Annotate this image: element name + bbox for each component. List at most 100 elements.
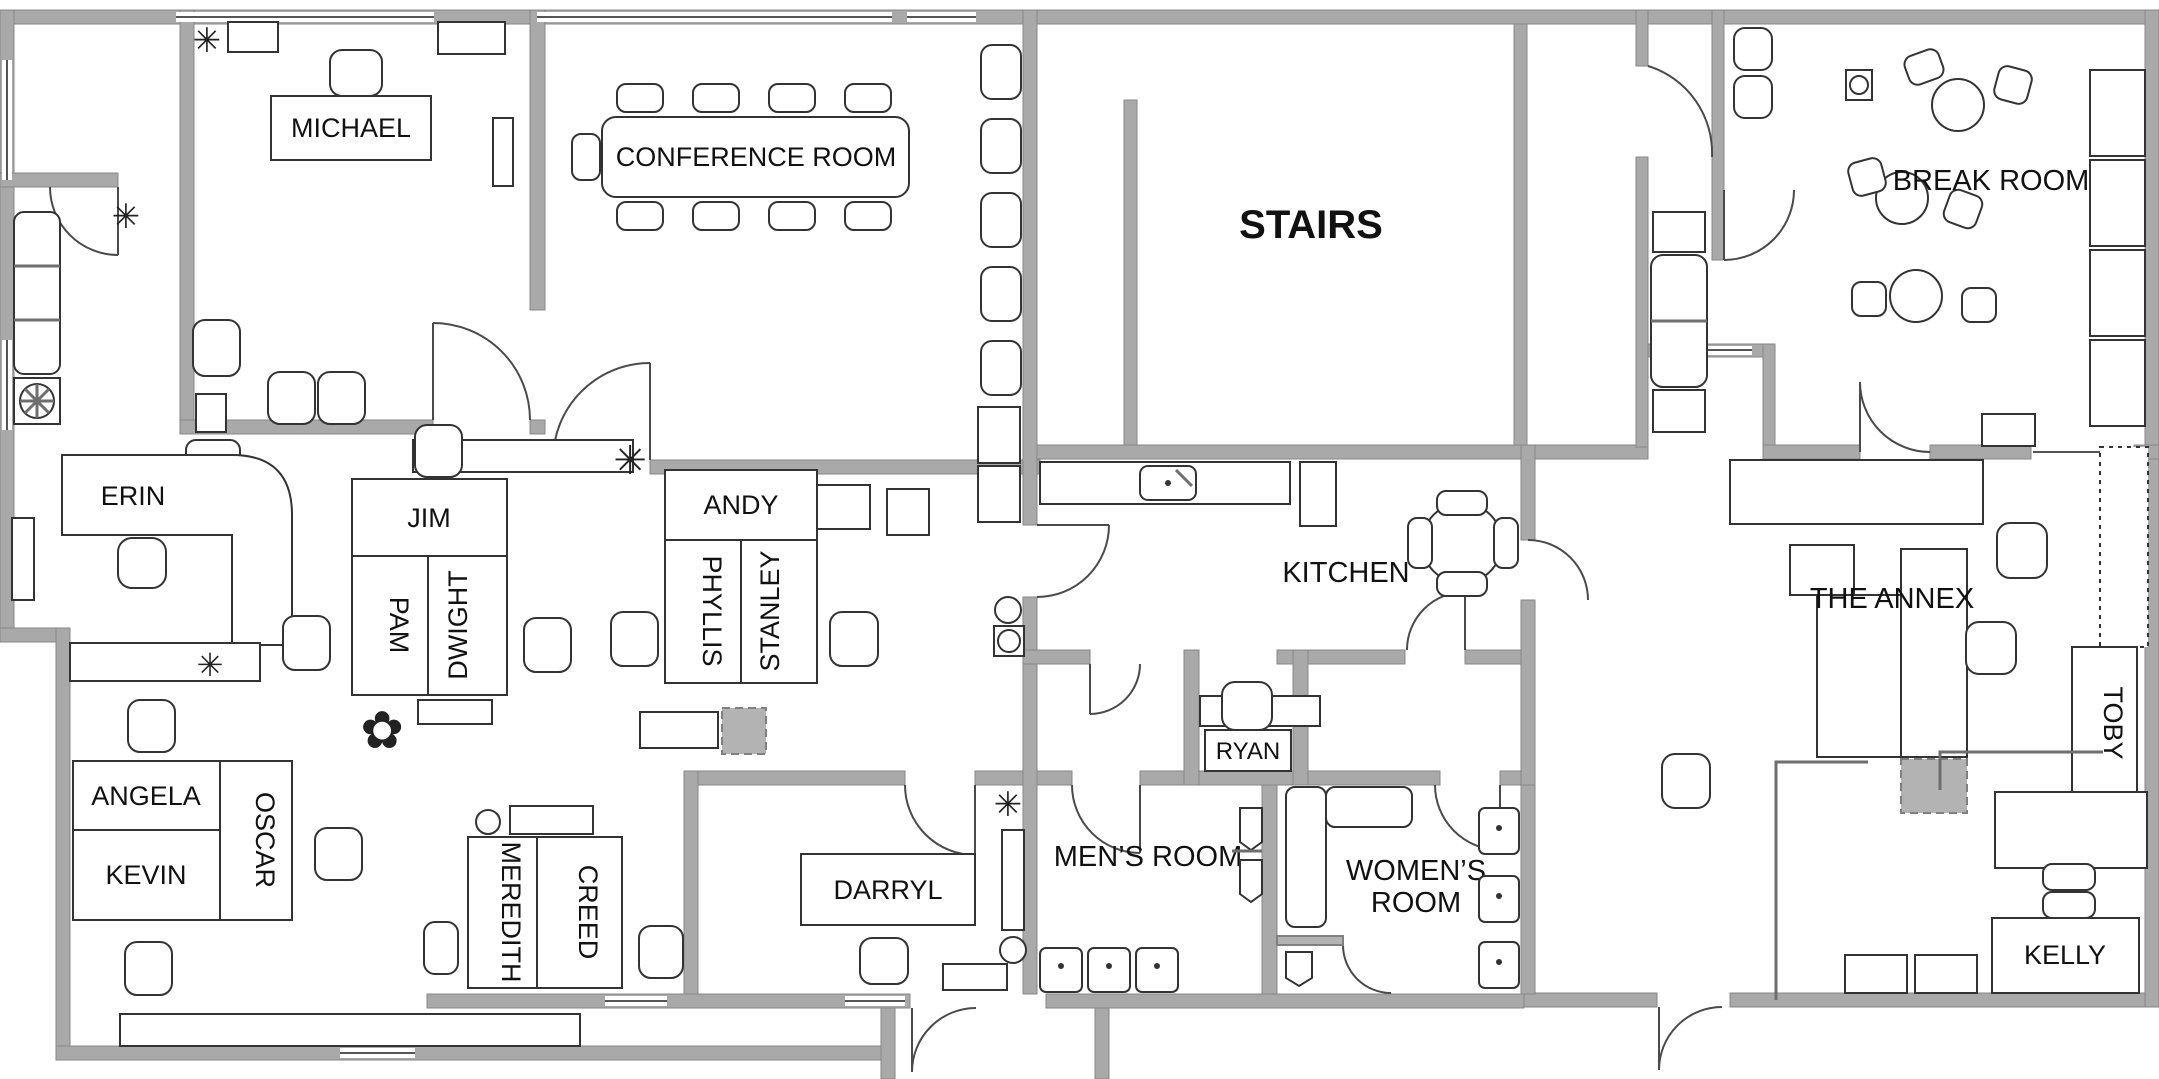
chair-icon [980, 192, 1022, 248]
wall-darryl-left [683, 770, 699, 995]
chair-icon [610, 611, 659, 667]
annex-desk [1816, 594, 1902, 758]
chair-icon [1733, 27, 1773, 71]
chair-icon [2042, 891, 2096, 919]
womens-room-label-line1: WOMEN’S [1346, 855, 1486, 887]
chair-icon [1851, 281, 1887, 317]
equipment-box [195, 393, 227, 433]
side-table [942, 963, 1008, 991]
shelf [227, 21, 279, 53]
chair-icon [2042, 863, 2096, 891]
wall-kitchen-bottom-a [1022, 649, 1091, 665]
desk [1994, 791, 2148, 869]
annex-kitchen-door-arc [1527, 539, 1589, 601]
wall-mens-womens-divider [1261, 784, 1278, 995]
annex-desk [1900, 548, 1968, 758]
vending-machine-icon [2089, 249, 2146, 337]
wall-entry-inner [0, 172, 119, 188]
chair-icon [980, 118, 1022, 174]
kevin-desk [72, 829, 221, 921]
shelf [437, 21, 506, 55]
wall-left-step [0, 627, 63, 643]
annex-table [1729, 459, 1984, 525]
conference-room-label: CONFERENCE ROOM [616, 142, 897, 172]
chair-icon [282, 615, 331, 671]
stanley-desk-label: STANLEY [755, 550, 785, 671]
chair-icon [1942, 188, 1984, 230]
erin-desk [61, 454, 293, 646]
darryl-office: DARRYL ✳ [800, 785, 1027, 991]
credenza [119, 1013, 581, 1047]
wall-bottom-left [55, 1045, 882, 1061]
shelf [509, 805, 594, 835]
wall-bottom-c [1523, 992, 1658, 1008]
sink-icon [1135, 947, 1179, 993]
printer-table [639, 711, 719, 749]
lobby-sofa [13, 211, 61, 375]
darryl-desk-label: DARRYL [833, 875, 942, 905]
plant-icon: ✳ [613, 438, 647, 484]
side-shelf [492, 117, 514, 187]
accounting-cluster: ANGELA KEVIN OSCAR [72, 699, 363, 996]
chair-icon [192, 319, 241, 377]
creed-desk [536, 836, 623, 989]
chair-icon [616, 201, 664, 231]
exit-door-arc [911, 1007, 977, 1073]
darryl-desk [800, 853, 976, 926]
shelf [417, 699, 493, 725]
lobby: ✳ [11, 197, 140, 601]
phyllis-desk-label: PHYLLIS [697, 555, 727, 666]
kelly-desk [1991, 917, 2140, 994]
toby-desk-label: TOBY [2098, 686, 2128, 759]
bin-icon [994, 596, 1022, 624]
meredith-desk-label: MEREDITH [496, 842, 526, 983]
stairs-room-label: STAIRS [1239, 203, 1383, 247]
partition [1938, 750, 2103, 790]
wall-annex-jog [1762, 343, 1776, 460]
angela-desk [72, 760, 221, 831]
wall-corridor-left-a [1635, 9, 1649, 67]
stall-wall [1276, 935, 1344, 946]
chair-icon [423, 921, 459, 975]
wall-ryan-bottom [1198, 770, 1294, 786]
round-table [1875, 171, 1929, 225]
corridor [1650, 211, 1708, 433]
wall-bottom-a [426, 993, 911, 1009]
chair-icon [124, 941, 173, 996]
annex-room-label: THE ANNEX [1810, 583, 1974, 615]
equipment-box [1900, 758, 1968, 814]
break-room: BREAK ROOM [1733, 27, 2146, 447]
mens-room: MEN’S ROOM [1039, 807, 1263, 993]
kevin-desk-label: KEVIN [105, 860, 186, 890]
sofa [1285, 786, 1327, 928]
chair-icon [127, 699, 176, 753]
cabinet [977, 465, 1021, 523]
wall-kitchen-bottom-b [1276, 649, 1406, 665]
womens-room: WOMEN’S ROOM [1276, 786, 1520, 989]
chair-icon [1493, 517, 1519, 569]
round-table [1931, 78, 1985, 132]
andy-desk-label: ANDY [703, 490, 778, 520]
break-corridor-door-arc [1723, 189, 1795, 261]
kitchen-room-label: KITCHEN [1282, 557, 1409, 589]
chair-icon [1221, 681, 1273, 731]
andy-phyllis-stanley-cluster: ANDY PHYLLIS STANLEY [610, 469, 879, 755]
break-room-label: BREAK ROOM [1893, 165, 2090, 197]
wall-mens-top-b [1139, 770, 1185, 786]
wall-corridor-left-b [1635, 156, 1649, 448]
wall-corridor-right [1711, 9, 1725, 261]
bin-icon [997, 629, 1021, 653]
dwight-desk [427, 555, 508, 696]
erin-desk-area: ERIN ✳ [61, 454, 293, 684]
stanley-desk [740, 539, 818, 684]
michael-desk [270, 95, 432, 161]
chair-icon [1436, 490, 1488, 516]
wall-break-bottom-a [1762, 444, 1861, 460]
annex: THE ANNEX TOBY [1661, 446, 2149, 814]
file-box [1844, 954, 1908, 994]
chair-icon [571, 133, 601, 181]
womens-stall-door-arc [1342, 944, 1392, 994]
chair-icon [414, 424, 463, 478]
jim-desk [351, 478, 508, 557]
wall-shelf [11, 517, 35, 601]
